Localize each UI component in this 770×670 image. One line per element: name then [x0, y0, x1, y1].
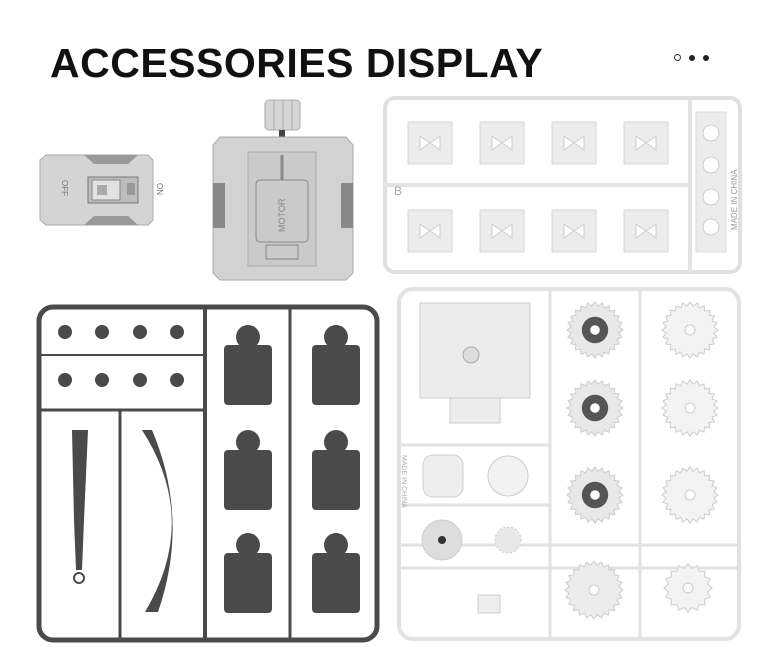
motor-part: MOTOR [212, 99, 354, 281]
sprue-b: B MADE IN CHINA [383, 96, 742, 274]
peg-hole [702, 156, 720, 174]
gear-axle [684, 402, 696, 414]
gear-axle [590, 403, 600, 413]
block-piece [312, 450, 360, 510]
switch-part: OFF ON [39, 154, 164, 226]
bowtie-cutout [635, 135, 657, 151]
carousel-dots[interactable] [674, 54, 709, 61]
sprue-gears-origin: MADE IN CHINA [400, 455, 407, 508]
block-piece [312, 553, 360, 613]
carousel-dot[interactable] [689, 54, 695, 61]
switch-on-label: ON [155, 183, 164, 195]
carousel-dot[interactable] [674, 54, 681, 61]
bowtie-cutout [491, 223, 513, 239]
bowtie-cutout [563, 223, 585, 239]
block-knob [324, 533, 348, 557]
gear-axle [684, 324, 696, 336]
sprue-b-letter: B [394, 184, 402, 198]
round-peg [95, 373, 109, 387]
block-knob [324, 430, 348, 454]
round-peg [58, 373, 72, 387]
bowtie-cutout [563, 135, 585, 151]
bowtie-cutout [419, 223, 441, 239]
block-knob [236, 430, 260, 454]
round-peg [133, 373, 147, 387]
block-knob [324, 325, 348, 349]
round-peg [170, 373, 184, 387]
gear-axle [590, 490, 600, 500]
block-knob [236, 325, 260, 349]
block-piece [224, 345, 272, 405]
peg-hole [702, 188, 720, 206]
carousel-dot[interactable] [703, 54, 709, 61]
motor-label: MOTOR [277, 198, 287, 232]
round-peg [58, 325, 72, 339]
bowtie-cutout [491, 135, 513, 151]
gear-axle [684, 489, 696, 501]
bowtie-cutout [419, 135, 441, 151]
bowtie-cutout [635, 223, 657, 239]
round-peg [95, 325, 109, 339]
block-knob [236, 533, 260, 557]
gear-axle [682, 582, 694, 594]
peg-hole [702, 124, 720, 142]
peg-hole [702, 218, 720, 236]
gear-axle [588, 584, 600, 596]
block-piece [224, 450, 272, 510]
block-piece [224, 553, 272, 613]
sprue-b-origin: MADE IN CHINA [730, 169, 739, 230]
block-piece [312, 345, 360, 405]
gear-axle [590, 325, 600, 335]
page-title: ACCESSORIES DISPLAY [50, 40, 544, 86]
round-peg [133, 325, 147, 339]
sprue-gears: MADE IN CHINA [397, 287, 741, 641]
switch-off-label: OFF [60, 180, 69, 196]
sprue-dark [36, 304, 380, 643]
round-peg [170, 325, 184, 339]
